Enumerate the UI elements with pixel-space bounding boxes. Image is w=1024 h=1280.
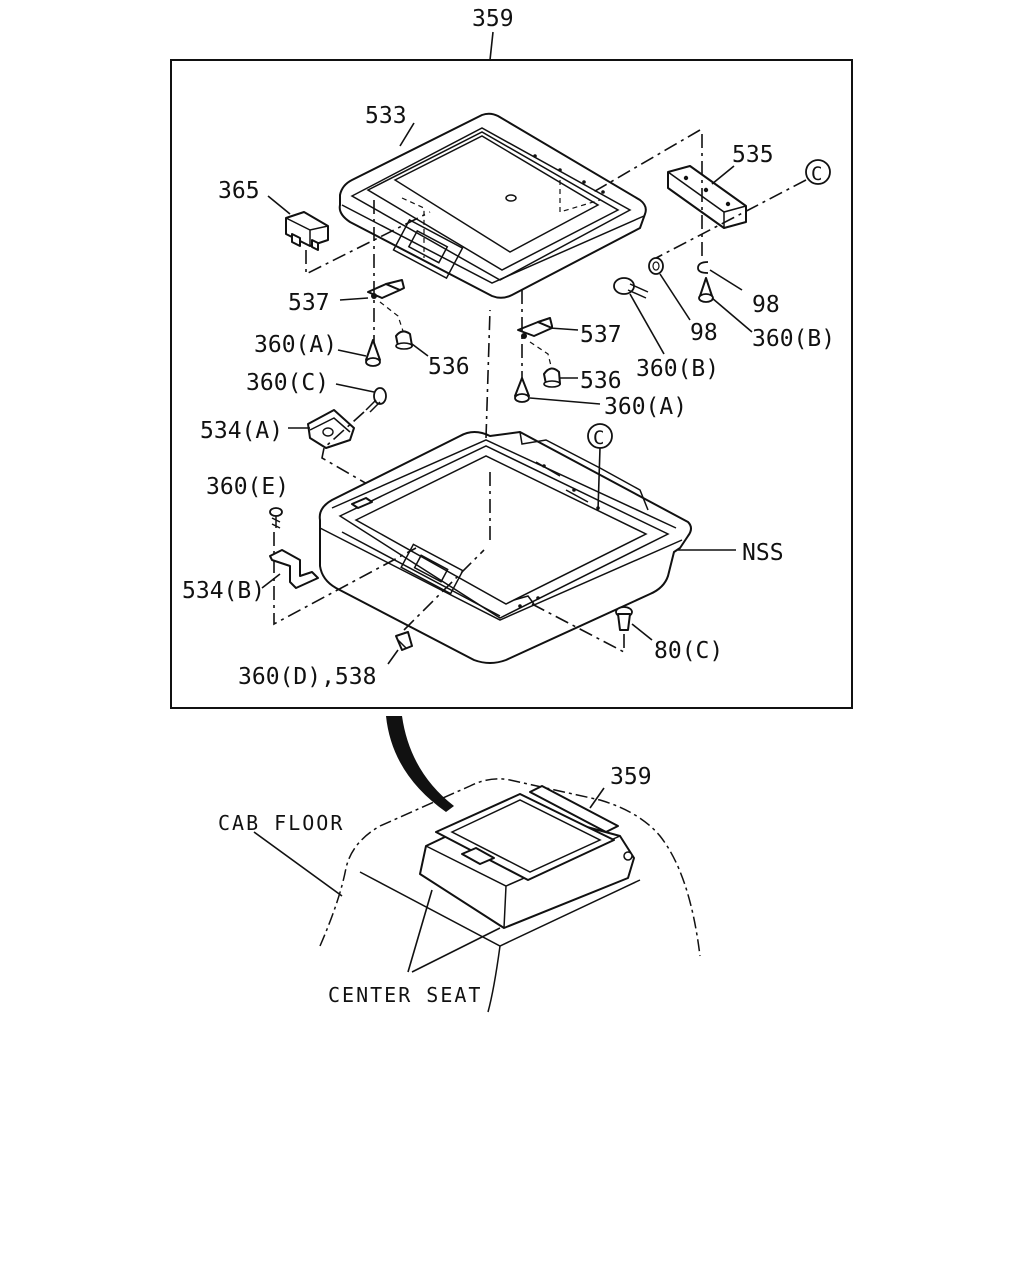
center-seat-leader-b bbox=[411, 927, 501, 973]
center-seat-label: CENTER SEAT bbox=[328, 983, 482, 1007]
clip-left-label: 537 bbox=[288, 290, 330, 316]
cap-left-label: 536 bbox=[428, 354, 470, 380]
bracket-b-centerline bbox=[273, 532, 417, 626]
hinge-bracket-535 bbox=[667, 165, 747, 229]
screw-360d bbox=[395, 631, 413, 651]
screw-d-label: 360(D),538 bbox=[238, 664, 376, 690]
screw-b-a-label: 360(B) bbox=[636, 356, 719, 382]
screw-b-a-leader bbox=[629, 293, 665, 355]
assembly-label: 359 bbox=[472, 6, 514, 32]
switch-centerline bbox=[305, 211, 431, 276]
location-assembly-leader bbox=[589, 787, 605, 809]
screw-a-right-label: 360(A) bbox=[604, 394, 687, 420]
clip-right-label: 537 bbox=[580, 322, 622, 348]
cab-floor-leader bbox=[253, 831, 343, 897]
lid-label: 533 bbox=[365, 103, 407, 129]
location-view bbox=[319, 778, 701, 1013]
bracket-b-label: 534(B) bbox=[182, 578, 265, 604]
cap-left-leader bbox=[411, 343, 429, 357]
screw-b-b-label: 360(B) bbox=[752, 326, 835, 352]
latch-534a bbox=[307, 409, 355, 449]
location-assembly-label: 359 bbox=[610, 764, 652, 790]
bracket-534b bbox=[269, 549, 319, 589]
clip-right-leader bbox=[549, 327, 579, 331]
screw-a-left-leader bbox=[337, 349, 367, 357]
right-cap-path bbox=[529, 341, 553, 371]
screw-360e bbox=[269, 507, 283, 529]
screw-c-label: 360(C) bbox=[246, 370, 329, 396]
cap-536-right bbox=[543, 367, 561, 388]
bracket-b-leader bbox=[261, 573, 281, 589]
lid-base-centerline-left bbox=[485, 309, 491, 439]
lid-533 bbox=[338, 112, 647, 299]
bolt-label: 80(C) bbox=[654, 638, 723, 664]
bolt-leader bbox=[631, 623, 653, 641]
ref-circle-top-label: C bbox=[811, 163, 822, 185]
screw-c-leader bbox=[335, 383, 375, 393]
clip-537-left bbox=[367, 279, 405, 299]
washer-98-right bbox=[697, 261, 709, 274]
screw-360c bbox=[365, 387, 387, 413]
detail-frame bbox=[170, 59, 853, 709]
bolt-80c bbox=[615, 606, 633, 631]
screw-d-leader bbox=[387, 649, 399, 665]
base-nss bbox=[318, 431, 692, 664]
cap-right-label: 536 bbox=[580, 368, 622, 394]
washer-98-left bbox=[648, 257, 664, 275]
screw-b-b-leader bbox=[711, 297, 753, 333]
zoom-pointer bbox=[386, 716, 454, 812]
washer-a-leader bbox=[659, 273, 691, 321]
hinge-label: 535 bbox=[732, 142, 774, 168]
screw-360b-left bbox=[613, 277, 649, 299]
screw-a-right-leader bbox=[529, 397, 601, 405]
screw-a-left-label: 360(A) bbox=[254, 332, 337, 358]
screw-d-centerline bbox=[403, 549, 485, 631]
cab-floor-label: CAB FLOOR bbox=[218, 811, 344, 835]
assembly-leader bbox=[489, 31, 494, 61]
washer-a-label: 98 bbox=[690, 320, 718, 346]
center-seat-leader-a bbox=[407, 889, 433, 973]
lid-leader bbox=[399, 122, 415, 147]
screw-360a-right bbox=[514, 377, 530, 403]
bolt-centerline bbox=[531, 603, 625, 654]
screw-360a-left bbox=[365, 339, 381, 367]
ref-line-top bbox=[655, 179, 807, 259]
washer-b-label: 98 bbox=[752, 292, 780, 318]
screw-e-label: 360(E) bbox=[206, 474, 289, 500]
screw-360b-right bbox=[698, 277, 714, 303]
hinge-centerline-2 bbox=[589, 129, 701, 195]
clip-537-right bbox=[517, 317, 553, 339]
ref-circle-bottom-label: C bbox=[593, 427, 604, 449]
base-label: NSS bbox=[742, 540, 784, 566]
switch-365 bbox=[285, 211, 329, 251]
switch-leader bbox=[267, 195, 291, 215]
latch-a-label: 534(A) bbox=[200, 418, 283, 444]
hinge-leader bbox=[711, 165, 735, 185]
clip-left-leader bbox=[339, 297, 369, 301]
washer-b-leader bbox=[709, 269, 743, 291]
left-cap-path bbox=[379, 301, 405, 335]
cap-536-left bbox=[395, 330, 413, 350]
ref-bottom-leader bbox=[597, 447, 601, 511]
switch-label: 365 bbox=[218, 178, 260, 204]
ref-circle-top bbox=[805, 159, 831, 185]
